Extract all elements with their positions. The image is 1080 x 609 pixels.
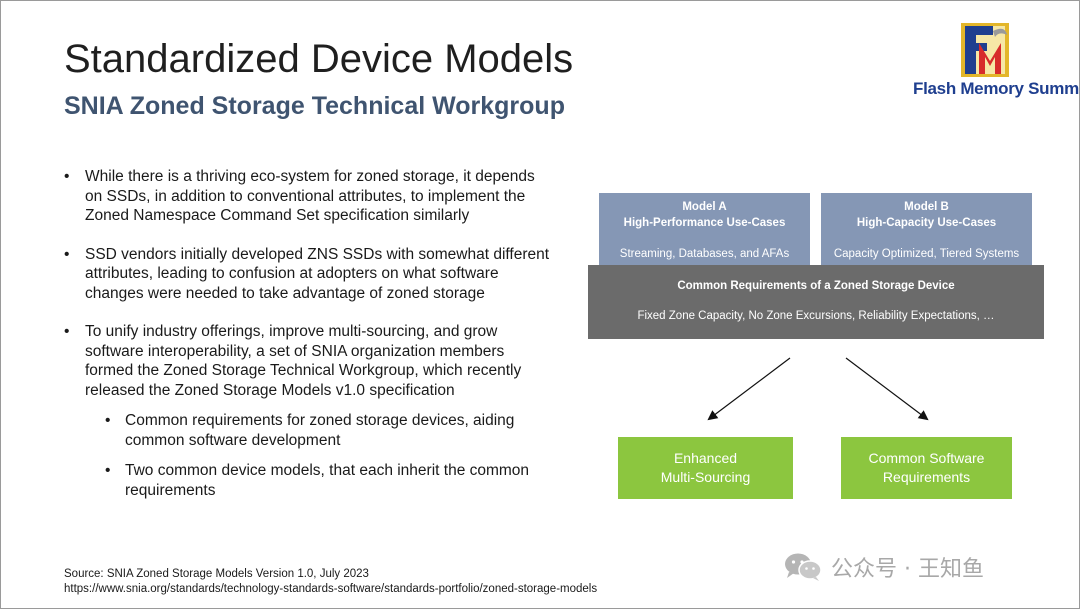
source-citation: Source: SNIA Zoned Storage Models Versio…	[64, 567, 597, 597]
watermark-text: 公众号 · 王知鱼	[831, 557, 984, 582]
bullet-line: on SSDs, in addition to conventional att…	[85, 187, 526, 205]
model-b-desc: Capacity Optimized, Tiered Systems	[833, 248, 1020, 260]
common-software-requirements-box: Common Software Requirements	[841, 437, 1012, 499]
common-requirements-desc: Fixed Zone Capacity, No Zone Excursions,…	[637, 310, 995, 322]
bullet-line: released the Zoned Storage Models v1.0 s…	[85, 381, 455, 399]
model-b-box: Model B High-Capacity Use-Cases Capacity…	[821, 193, 1032, 267]
model-a-desc: Streaming, Databases, and AFAs	[619, 248, 790, 260]
bullet-list: While there is a thriving eco-system for…	[64, 167, 574, 511]
bullet-item: To unify industry offerings, improve mul…	[64, 322, 574, 400]
common-requirements-box: Common Requirements of a Zoned Storage D…	[588, 265, 1044, 339]
model-a-name: Model A	[682, 201, 727, 213]
bullet-line: requirements	[125, 481, 216, 499]
bullet-line: attributes, leading to confusion at adop…	[85, 265, 499, 282]
flash-memory-summit-logo: Flash Memory Summit	[913, 17, 1080, 107]
bullet-line: While there is a thriving eco-system for…	[85, 168, 535, 185]
bullet-line: Common requirements for zoned storage de…	[125, 412, 515, 429]
watermark: 公众号 · 王知鱼	[783, 551, 984, 583]
model-a-subtitle: High-Performance Use-Cases	[623, 217, 786, 229]
arrow-right	[845, 357, 929, 421]
bullet-line: Zoned Namespace Command Set specificatio…	[85, 207, 470, 224]
common-requirements-title: Common Requirements of a Zoned Storage D…	[677, 280, 955, 292]
outcome-left-line: Enhanced	[673, 449, 738, 466]
bullet-line: software interoperability, a set of SNIA…	[85, 342, 505, 360]
logo-text: Flash Memory Summit	[913, 79, 1080, 98]
bullet-item: SSD vendors initially developed ZNS SSDs…	[64, 245, 574, 304]
outcome-left-line: Multi-Sourcing	[660, 469, 751, 485]
model-b-name: Model B	[904, 201, 949, 213]
bullet-line: formed the Zoned Storage Technical Workg…	[85, 362, 522, 379]
fms-logo-mark-icon	[961, 23, 1009, 77]
enhanced-multi-sourcing-box: Enhanced Multi-Sourcing	[618, 437, 793, 499]
bullet-line: Two common device models, that each inhe…	[125, 462, 530, 479]
arrow-left	[707, 357, 791, 421]
bullet-line: SSD vendors initially developed ZNS SSDs…	[85, 245, 550, 263]
model-a-box: Model A High-Performance Use-Cases Strea…	[599, 193, 810, 267]
bullet-line: changes were needed to take advantage of…	[85, 284, 485, 302]
outcome-right-line: Common Software	[868, 449, 985, 466]
sub-bullet-item: Common requirements for zoned storage de…	[105, 411, 574, 450]
bullet-line: common software development	[125, 431, 341, 449]
wechat-icon	[785, 553, 822, 581]
model-b-subtitle: High-Capacity Use-Cases	[856, 217, 997, 229]
slide-subtitle: SNIA Zoned Storage Technical Workgroup	[64, 92, 565, 120]
sub-bullet-item: Two common device models, that each inhe…	[105, 461, 574, 500]
bullet-item: While there is a thriving eco-system for…	[64, 167, 574, 226]
bullet-line: To unify industry offerings, improve mul…	[85, 323, 498, 340]
source-line: Source: SNIA Zoned Storage Models Versio…	[64, 568, 369, 580]
slide-title: Standardized Device Models	[64, 37, 574, 81]
outcome-right-line: Requirements	[882, 469, 971, 485]
source-url: https://www.snia.org/standards/technolog…	[64, 583, 598, 595]
